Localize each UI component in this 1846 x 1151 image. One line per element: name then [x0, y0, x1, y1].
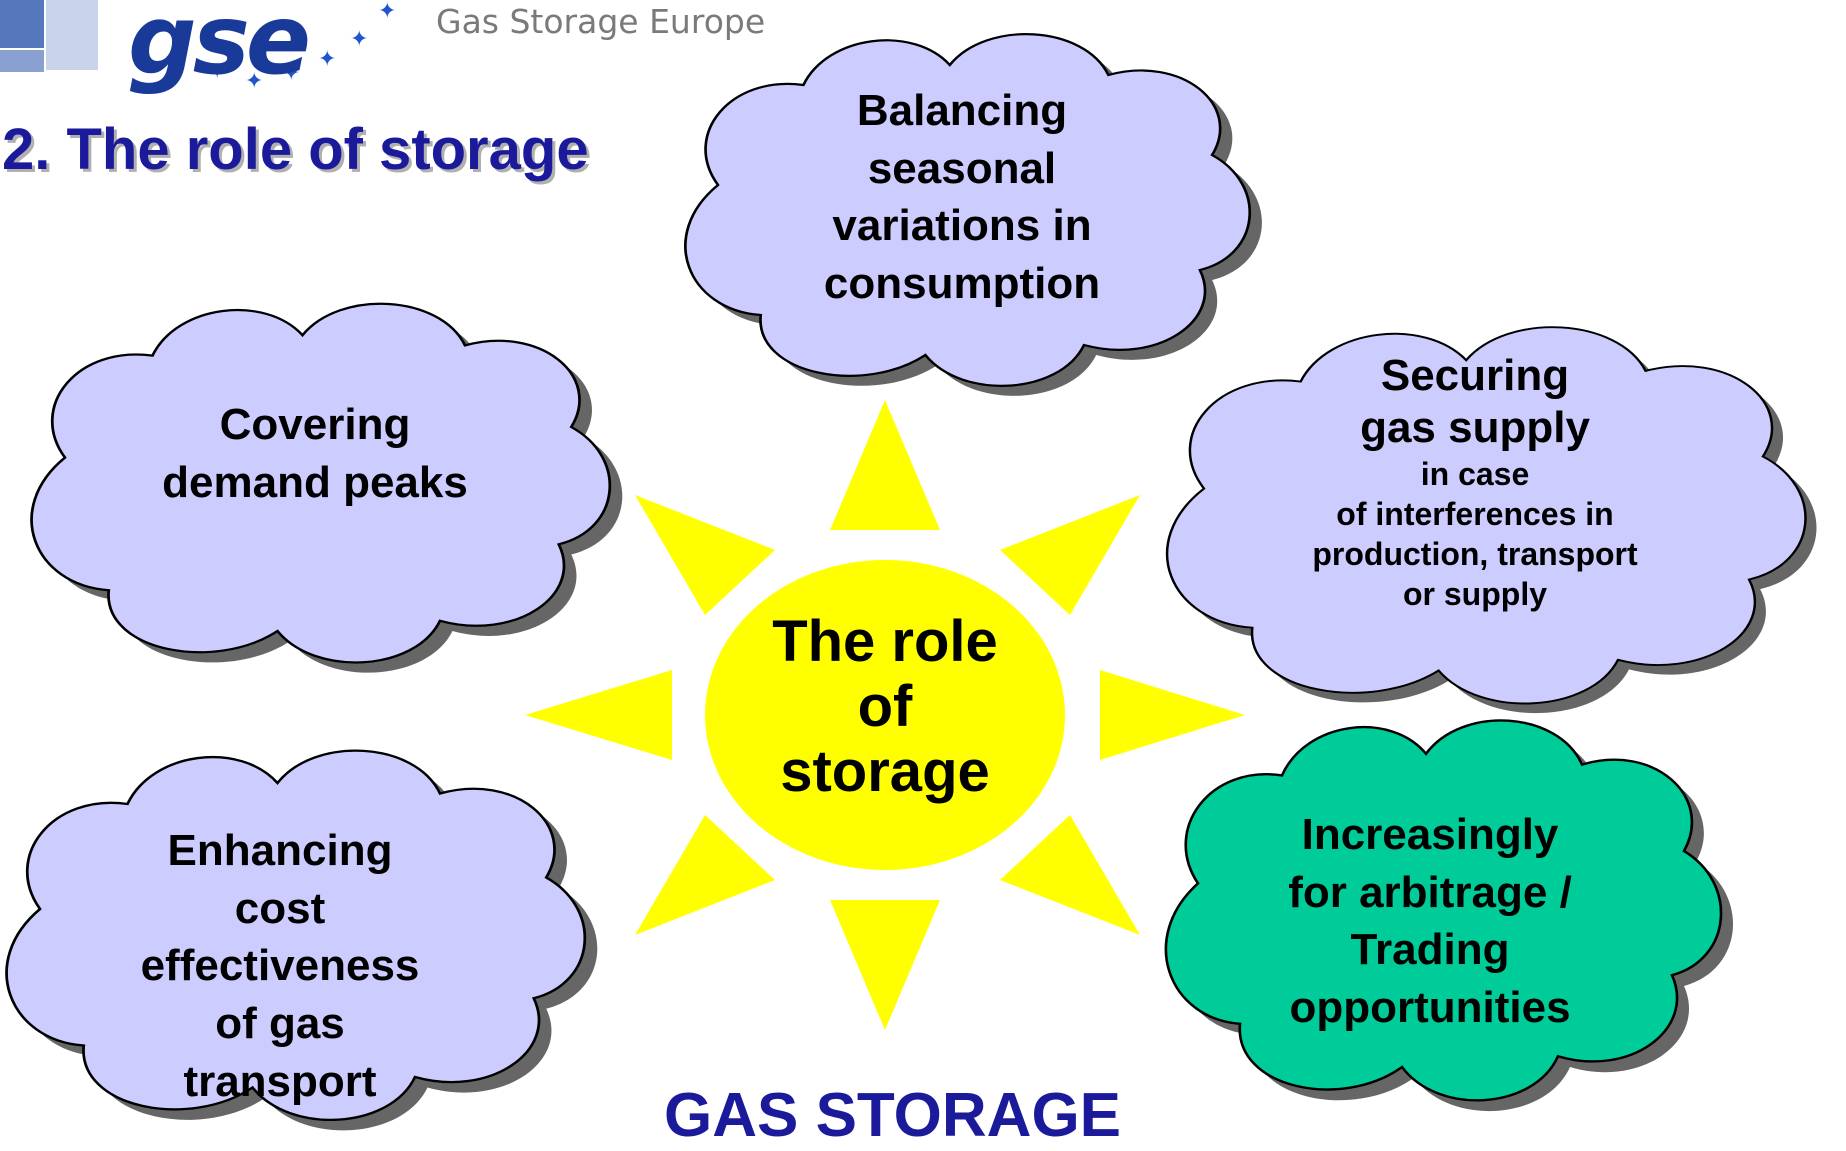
svg-text:✦: ✦	[282, 61, 300, 86]
page-title: 2. The role of storage	[2, 117, 589, 182]
svg-text:✦: ✦	[318, 47, 336, 72]
logo-mark: gse	[128, 0, 311, 96]
svg-text:✦: ✦	[350, 27, 368, 52]
label-securing: Securing gas supply in case of interfere…	[1312, 351, 1638, 612]
ray-bottom	[830, 900, 940, 1030]
svg-text:✦: ✦	[378, 0, 396, 24]
ray-top	[830, 400, 940, 530]
logo-squares	[0, 0, 98, 72]
label-covering: Covering demand peaks	[162, 400, 468, 507]
sun-center	[705, 560, 1065, 870]
svg-text:✦: ✦	[245, 69, 263, 94]
ray-left	[525, 670, 672, 760]
ray-bottom-left	[635, 815, 775, 935]
footer-title: GAS STORAGE	[664, 1081, 1122, 1150]
ray-top-right	[1000, 495, 1140, 615]
ray-right	[1100, 670, 1245, 760]
logo-stars: ✦ ✦ ✦ ✦ ✦ ✦	[208, 0, 396, 94]
center-label: The role of storage	[772, 609, 998, 804]
sun-rays	[525, 400, 1245, 1030]
ray-bottom-right	[1000, 815, 1140, 935]
label-increasingly: Increasingly for arbitrage / Trading opp…	[1288, 810, 1572, 1032]
label-balancing: Balancing seasonal variations in consump…	[823, 86, 1101, 308]
label-enhancing: Enhancing cost effectiveness of gas tran…	[140, 826, 420, 1106]
svg-text:✦: ✦	[208, 59, 226, 84]
logo-text: Gas Storage Europe	[436, 2, 766, 41]
ray-top-left	[635, 495, 775, 615]
